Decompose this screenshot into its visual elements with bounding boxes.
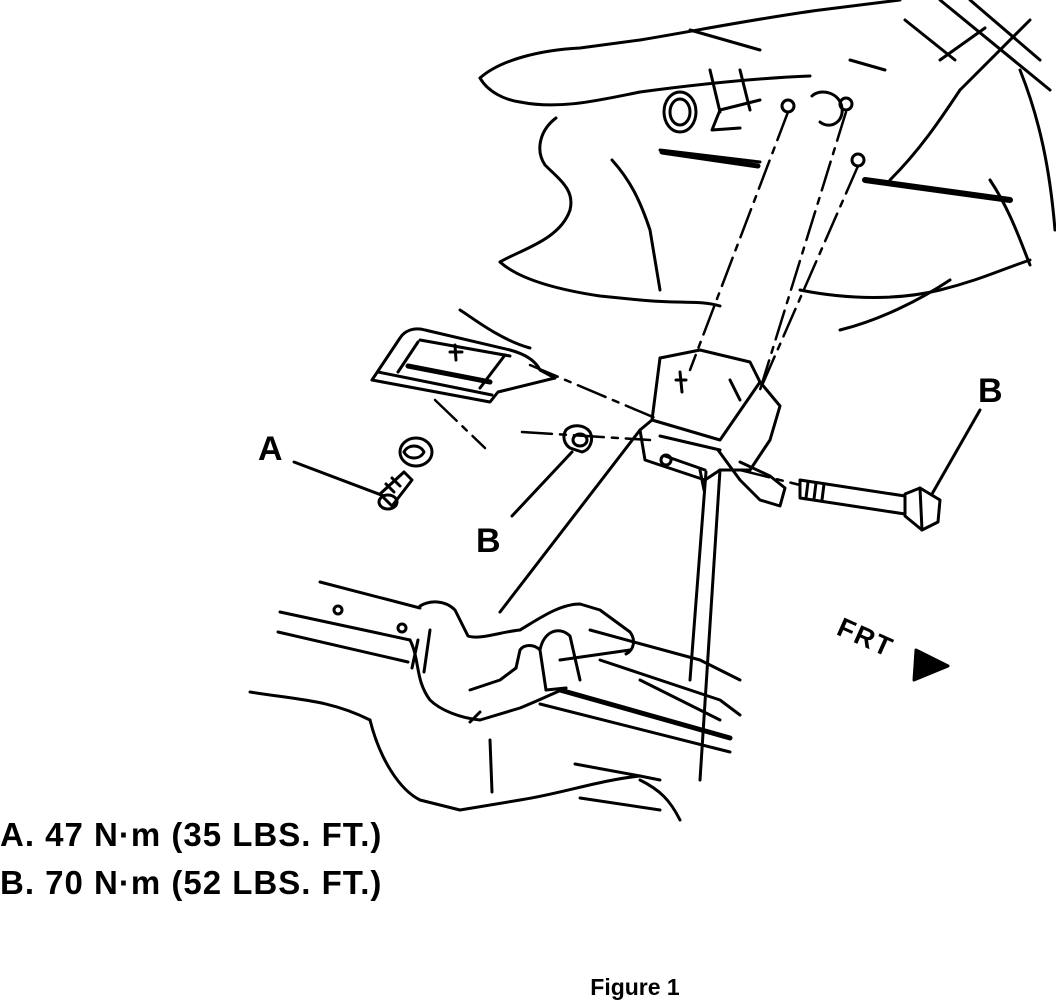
alignment-lines (433, 110, 860, 487)
leader-b-left (510, 450, 574, 518)
leader-b-right (930, 408, 982, 496)
transmission-mount-pad (370, 308, 557, 404)
callout-b-spacer: B (476, 522, 501, 560)
callout-b-through-bolt: B (978, 372, 1003, 410)
transmission-housing (478, 0, 1056, 332)
crossmember-frame (248, 580, 742, 822)
through-bolt-b (798, 478, 942, 532)
leader-a (292, 460, 386, 498)
front-arrow-icon (912, 648, 950, 682)
callout-a: A (258, 430, 283, 468)
bolt-a (377, 470, 414, 511)
figure-caption: Figure 1 (590, 974, 680, 1000)
spacer-b (562, 424, 594, 454)
washer-a (398, 436, 434, 468)
torque-spec-a: A. 47 N·m (35 LBS. FT.) (0, 816, 383, 853)
torque-spec-b: B. 70 N·m (52 LBS. FT.) (0, 864, 383, 901)
bracket-to-frame-line (498, 428, 642, 614)
